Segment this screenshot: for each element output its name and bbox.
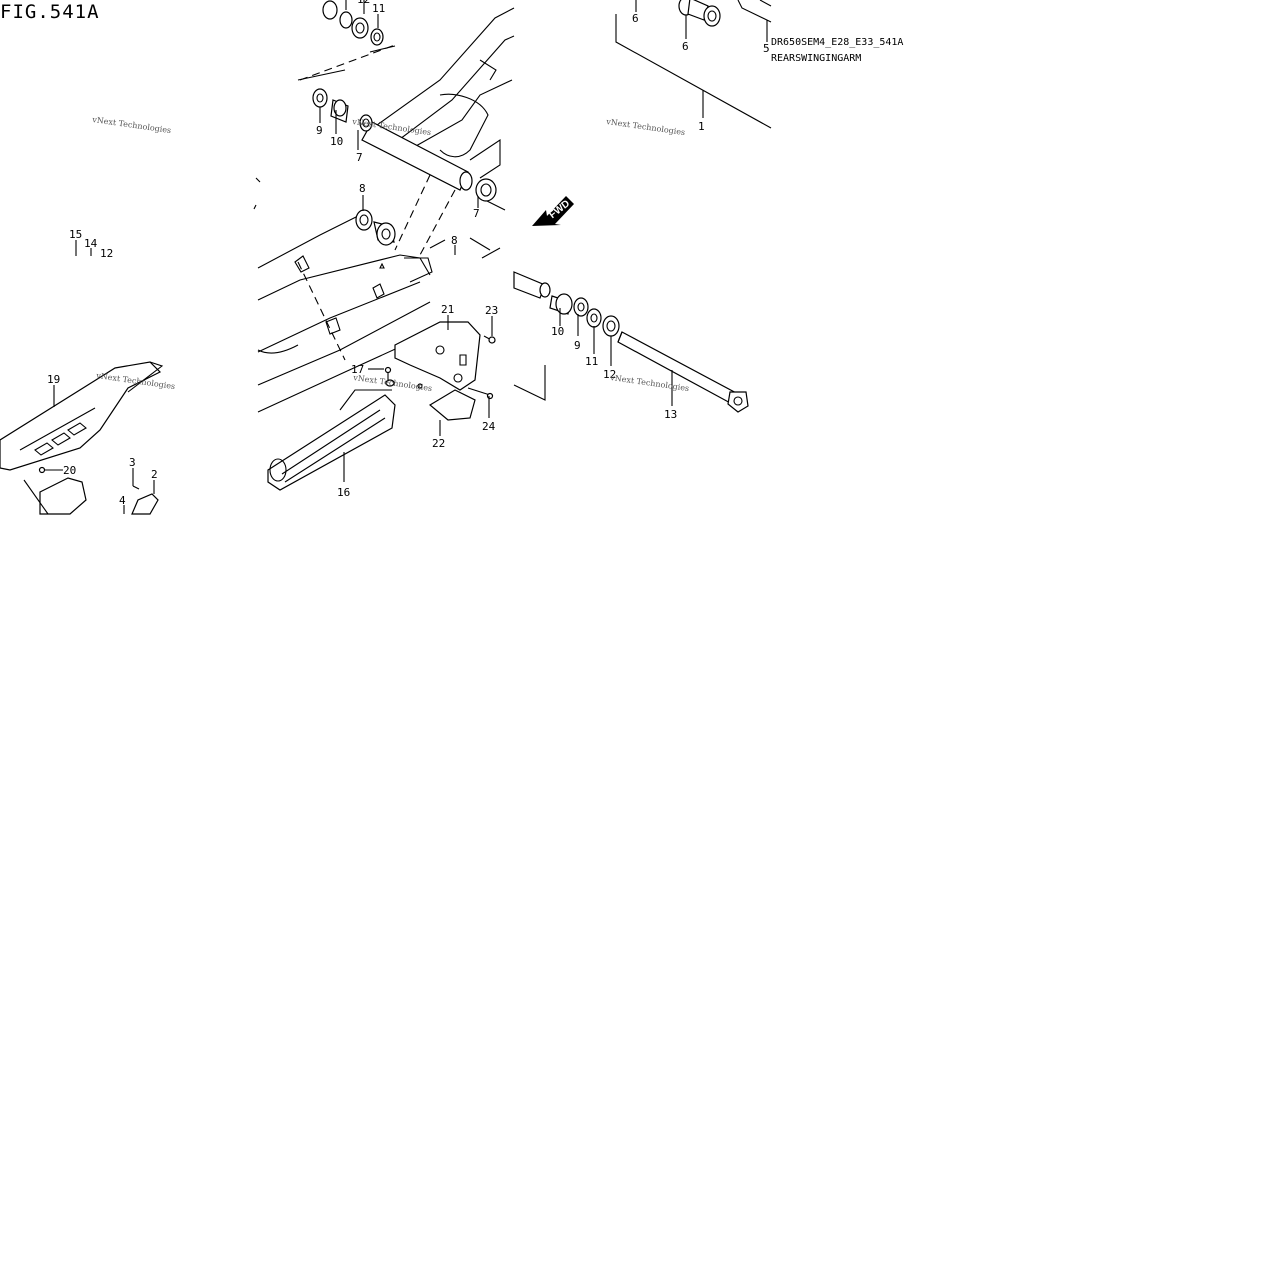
callout-6: 6 <box>632 12 639 25</box>
callout-9: 9 <box>316 124 323 137</box>
chain-case-drawing <box>0 361 164 515</box>
watermark: vNext Technologies <box>91 115 172 135</box>
callout-2: 2 <box>151 468 158 481</box>
callout-24: 24 <box>482 420 496 433</box>
callout-6: 6 <box>682 40 689 53</box>
diagram-name: REARSWINGINGARM <box>771 53 862 64</box>
diagram-code: DR650SEM4_E28_E33_541A <box>771 37 904 48</box>
leader-lines <box>38 0 768 514</box>
callout-11: 11 <box>372 2 385 15</box>
callout-8: 8 <box>451 234 458 247</box>
callout-7: 7 <box>473 207 480 220</box>
callout-12: 12 <box>100 247 113 260</box>
callout-14: 14 <box>84 237 98 250</box>
callout-9: 9 <box>574 339 581 352</box>
callout-10: 10 <box>330 135 343 148</box>
callout-12: 12 <box>357 0 370 6</box>
callout-4: 4 <box>119 494 126 507</box>
callouts: 1 2 3 4 5 6 6 7 7 8 8 9 9 10 10 11 11 12… <box>47 0 770 507</box>
callout-23: 23 <box>485 304 498 317</box>
callout-19: 19 <box>47 373 60 386</box>
pivot-bushings-left <box>312 88 497 246</box>
callout-8: 8 <box>359 182 366 195</box>
callout-1: 1 <box>698 120 705 133</box>
callout-5: 5 <box>763 42 770 55</box>
callout-3: 3 <box>129 456 136 469</box>
callout-20: 20 <box>63 464 76 477</box>
pivot-shaft-hardware <box>513 271 749 413</box>
frame-section <box>615 0 772 129</box>
callout-11: 11 <box>585 355 598 368</box>
callout-13: 13 <box>664 408 677 421</box>
callout-10: 10 <box>551 325 564 338</box>
callout-12: 12 <box>603 368 616 381</box>
callout-15: 15 <box>69 228 82 241</box>
callout-7: 7 <box>356 151 363 164</box>
swingarm-drawing <box>253 7 574 491</box>
callout-21: 21 <box>441 303 454 316</box>
callout-17: 17 <box>351 363 364 376</box>
callout-16: 16 <box>337 486 350 499</box>
callout-22: 22 <box>432 437 445 450</box>
figure-title: FIG.541A <box>0 1 100 23</box>
watermark: vNext Technologies <box>605 117 686 137</box>
pivot-hardware-top <box>322 0 384 46</box>
watermark: vNext Technologies <box>609 373 690 393</box>
